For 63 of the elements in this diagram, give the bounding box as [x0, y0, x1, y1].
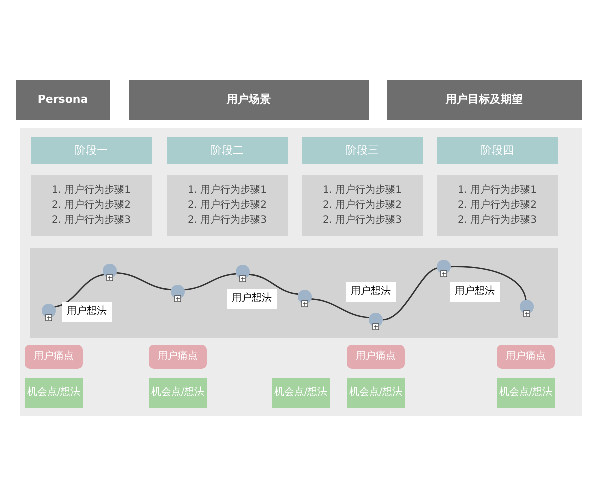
thought-box [62, 302, 112, 322]
header-bar [129, 80, 369, 120]
node-text: 用户目标及期望 [446, 93, 523, 107]
thought-box [450, 282, 500, 302]
opportunity-tag [347, 378, 405, 408]
node-text: 1. 用户行为步骤1 [458, 184, 538, 198]
steps-card [437, 175, 558, 236]
pain-point-tag [25, 345, 83, 369]
node-text: 用户痛点 [34, 351, 74, 363]
pain-point-tag [347, 345, 405, 369]
node-text: 用户痛点 [158, 351, 198, 363]
node-text: 机会点/想法 [349, 387, 403, 399]
node-text: 阶段一 [75, 144, 108, 158]
journey-curve [184, 273, 236, 291]
journey-curve [249, 274, 299, 296]
node-text: 2. 用户行为步骤3 [322, 214, 402, 228]
node-text: Persona [38, 93, 88, 107]
opportunity-tag [497, 378, 555, 408]
journey-curve [451, 266, 527, 300]
node-text: 机会点/想法 [27, 387, 81, 399]
stage-header [31, 137, 152, 164]
node-text: 用户场景 [227, 93, 271, 107]
journey-curve [382, 268, 438, 321]
node-text: 2. 用户行为步骤3 [458, 214, 538, 228]
node-text: 用户痛点 [356, 351, 396, 363]
steps-card [31, 175, 152, 236]
stage-header [167, 137, 288, 164]
thought-box [227, 289, 277, 309]
node-text: 2. 用户行为步骤2 [458, 198, 538, 213]
node-text: 机会点/想法 [499, 387, 553, 399]
pain-point-tag [149, 345, 207, 369]
header-bar [387, 80, 582, 120]
node-text: 1. 用户行为步骤1 [52, 184, 132, 198]
node-text: 阶段四 [481, 144, 514, 158]
opportunity-tag [272, 378, 330, 408]
node-text: 用户想法 [351, 286, 391, 298]
node-text: 用户痛点 [506, 351, 546, 363]
node-text: 2. 用户行为步骤2 [188, 198, 268, 213]
header-bar [16, 80, 110, 120]
node-text: 2. 用户行为步骤2 [52, 198, 132, 213]
node-text: 用户想法 [67, 306, 107, 318]
node-text: 用户想法 [232, 293, 272, 305]
node-text: 阶段三 [346, 144, 379, 158]
opportunity-tag [149, 378, 207, 408]
thought-box [346, 282, 396, 302]
node-text: 机会点/想法 [151, 387, 205, 399]
stage-header [302, 137, 423, 164]
journey-curve [312, 298, 370, 319]
node-text: 1. 用户行为步骤1 [188, 184, 268, 198]
node-text: 2. 用户行为步骤3 [52, 214, 132, 228]
steps-card [167, 175, 288, 236]
stage-header [437, 137, 558, 164]
pain-point-tag [497, 345, 555, 369]
journey-curve [54, 274, 104, 308]
node-text: 用户想法 [455, 286, 495, 298]
node-text: 2. 用户行为步骤3 [188, 214, 268, 228]
journey-curve [116, 272, 172, 291]
steps-card [302, 175, 423, 236]
node-text: 2. 用户行为步骤2 [322, 198, 402, 213]
node-text: 机会点/想法 [274, 387, 328, 399]
opportunity-tag [25, 378, 83, 408]
node-text: 阶段二 [211, 144, 244, 158]
node-text: 1. 用户行为步骤1 [322, 184, 402, 198]
